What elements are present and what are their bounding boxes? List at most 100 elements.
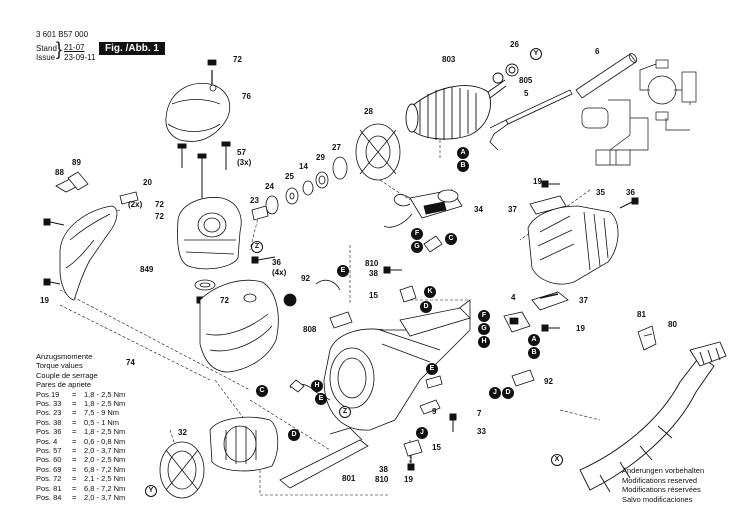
marker-j: J: [489, 387, 501, 399]
marker-k: K: [424, 286, 436, 298]
issue-date: 23-09-11: [64, 53, 96, 62]
part-label: 80: [668, 320, 677, 329]
part-label: 14: [299, 162, 308, 171]
part-label: 25: [285, 172, 294, 181]
torque-table: Anzugsmomente Torque values Couple de se…: [36, 352, 146, 502]
cap-76: [165, 59, 230, 142]
part-label: 19: [404, 475, 413, 484]
stand-label: Stand: [36, 44, 57, 53]
part-label: 20: [143, 178, 152, 187]
gear-housing-849: [177, 197, 242, 291]
marker-j: J: [416, 427, 428, 439]
part-label: 6: [595, 47, 600, 56]
marker-b: B: [528, 347, 540, 359]
part-label: 15: [369, 291, 378, 300]
part-label: (4x): [272, 268, 287, 277]
torque-title-de: Anzugsmomente: [36, 352, 93, 361]
thermal-sensor: [283, 293, 297, 307]
brace-symbol: }: [56, 39, 63, 59]
part-label: 89: [72, 158, 81, 167]
cable-808: [329, 311, 353, 329]
part-label: 37: [508, 205, 517, 214]
electronics-4: [503, 311, 531, 333]
part-label: 57: [237, 148, 246, 157]
part-label: 76: [242, 92, 251, 101]
stator: [209, 416, 279, 472]
part-label: (3x): [237, 158, 252, 167]
part-label: 38: [369, 269, 378, 278]
view-marker-z: Z: [339, 406, 351, 418]
part-label: 4: [511, 293, 516, 302]
wheel-guard: [199, 279, 279, 373]
clip-81: [637, 325, 657, 351]
part-label: 37: [579, 296, 588, 305]
torque-row: Pos. 72=2,1 - 2,5 Nm: [36, 474, 126, 484]
torque-title-en: Torque values: [36, 361, 83, 371]
armature: [405, 63, 519, 140]
document-number: 3 601 B57 000: [36, 30, 89, 39]
view-marker-y: Y: [530, 48, 542, 60]
marker-e: E: [337, 265, 349, 277]
fan-wheel: [355, 123, 401, 181]
issue-label: Issue: [36, 53, 56, 62]
side-handle-74: [59, 205, 118, 301]
torque-row: Pos. 4=0,6 - 0,8 Nm: [36, 436, 126, 446]
part-label: 26: [510, 40, 519, 49]
view-marker-y: Y: [145, 485, 157, 497]
gear-parts: [251, 156, 348, 221]
torque-row: Pos. 36=1,8 - 2,5 Nm: [36, 427, 126, 437]
marker-e: E: [315, 393, 327, 405]
marker-d: D: [502, 387, 514, 399]
part-label: 7: [477, 409, 482, 418]
handle-88: [55, 171, 139, 205]
torque-row: Pos.19=1,8 - 2,5 Nm: [36, 389, 126, 399]
part-label: 72: [155, 200, 164, 209]
part-label: 88: [55, 168, 64, 177]
part-label: 38: [379, 465, 388, 474]
view-marker-x: X: [551, 454, 563, 466]
part-label: 810: [365, 259, 379, 268]
view-marker-z: Z: [251, 241, 263, 253]
motor-housing: [323, 299, 471, 431]
marker-h: H: [311, 380, 323, 392]
electrical-schematic: [581, 59, 697, 166]
part-label: 35: [596, 188, 605, 197]
marker-f: F: [478, 310, 490, 322]
note-de: Änderungen vorbehalten: [622, 466, 705, 475]
marker-d: D: [288, 429, 300, 441]
marker-e: E: [426, 363, 438, 375]
stand-date: 21-07: [64, 43, 85, 52]
part-label: (2x): [128, 200, 143, 209]
part-label: 9: [432, 407, 437, 416]
shaft-5: [489, 89, 573, 151]
part-label: 92: [301, 274, 310, 283]
note-fr: Modifications réservées: [622, 485, 701, 495]
part-label: 72: [220, 296, 229, 305]
part-label: 19: [533, 177, 542, 186]
part-label: 801: [342, 474, 356, 483]
part-label: 5: [524, 89, 529, 98]
marker-h: H: [478, 336, 490, 348]
part-label: 810: [375, 475, 389, 484]
torque-title-fr: Couple de serrage: [36, 370, 98, 380]
shaft-6: [575, 53, 638, 99]
part-label: 34: [474, 205, 483, 214]
part-label: 23: [250, 196, 259, 205]
fan-ring-32: [159, 441, 205, 499]
part-label: 33: [477, 427, 486, 436]
torque-row: Pos. 60=2,0 - 2,5 Nm: [36, 455, 126, 465]
part-label: 29: [316, 153, 325, 162]
marker-f: F: [411, 228, 423, 240]
torque-row: Pos. 57=2,0 - 3,7 Nm: [36, 445, 126, 455]
hose-80: [579, 341, 727, 493]
part-label: 15: [432, 443, 441, 452]
part-label: 24: [265, 182, 274, 191]
torque-row: Pos. 69=6,8 - 7,2 Nm: [36, 464, 126, 474]
part-label: 19: [576, 324, 585, 333]
part-label: 27: [332, 143, 341, 152]
part-label: 805: [519, 76, 533, 85]
marker-g: G: [411, 241, 423, 253]
torque-row: Pos. 33=1,8 - 2,5 Nm: [36, 399, 126, 409]
